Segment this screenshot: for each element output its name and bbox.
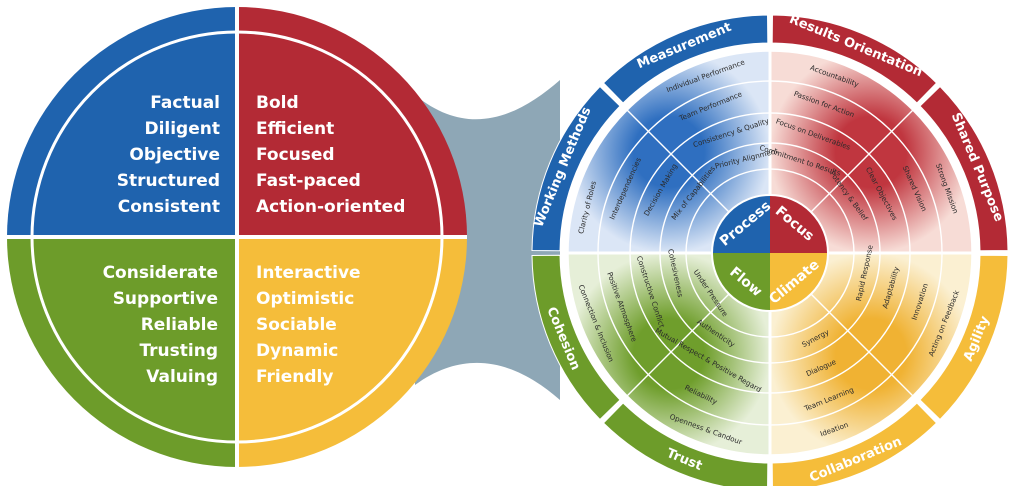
quadrant-words-red: Bold Efficient Focused Fast-paced Action… [256,93,405,217]
trait-word: Friendly [256,367,333,387]
trait-word: Action-oriented [256,197,405,217]
outer-band-segment [771,14,938,104]
trait-word: Bold [256,93,299,113]
quadrant-words-blue: Factual Diligent Objective Structured Co… [117,93,220,217]
outer-band-segment [771,402,938,486]
quadrant-words-green: Considerate Supportive Reliable Trusting… [103,263,218,387]
trait-word: Sociable [256,315,337,335]
core-quadrant [712,195,770,253]
left-quadrant-green [7,237,237,467]
left-quadrant-yellow [237,237,467,467]
quadrant-words-yellow: Interactive Optimistic Sociable Dynamic … [256,263,361,387]
outer-band-segment [919,254,1009,421]
trait-word: Focused [256,145,335,165]
core-quadrant [770,195,828,253]
trait-word: Trusting [139,341,218,361]
spoke-divider [810,293,914,397]
core-quadrant [770,253,828,311]
core-quadrant [712,253,770,311]
spoke-divider [626,293,730,397]
trait-word: Dynamic [256,341,338,361]
trait-word: Structured [117,171,220,191]
left-quadrant-blue [7,7,237,237]
outer-band-segment [531,254,621,421]
trait-word: Supportive [113,289,218,309]
spoke-divider [810,109,914,213]
outer-band-segment [602,14,769,104]
trait-word: Considerate [103,263,218,283]
trait-word: Optimistic [256,289,354,309]
trait-word: Factual [150,93,220,113]
trait-word: Consistent [118,197,220,217]
outer-band-segment [602,402,769,486]
left-wheel: Factual Diligent Objective Structured Co… [7,7,467,467]
trait-word: Valuing [146,367,218,387]
trait-word: Efficient [256,119,334,139]
trait-word: Interactive [256,263,361,283]
core-ring [711,194,829,312]
trait-word: Fast-paced [256,171,361,191]
trait-word: Diligent [144,119,220,139]
trait-word: Objective [129,145,220,165]
trait-word: Reliable [141,315,218,335]
outer-band-segment [919,85,1009,252]
spoke-divider [626,109,730,213]
outer-band-segment [531,85,621,252]
left-quadrant-red [237,7,467,237]
